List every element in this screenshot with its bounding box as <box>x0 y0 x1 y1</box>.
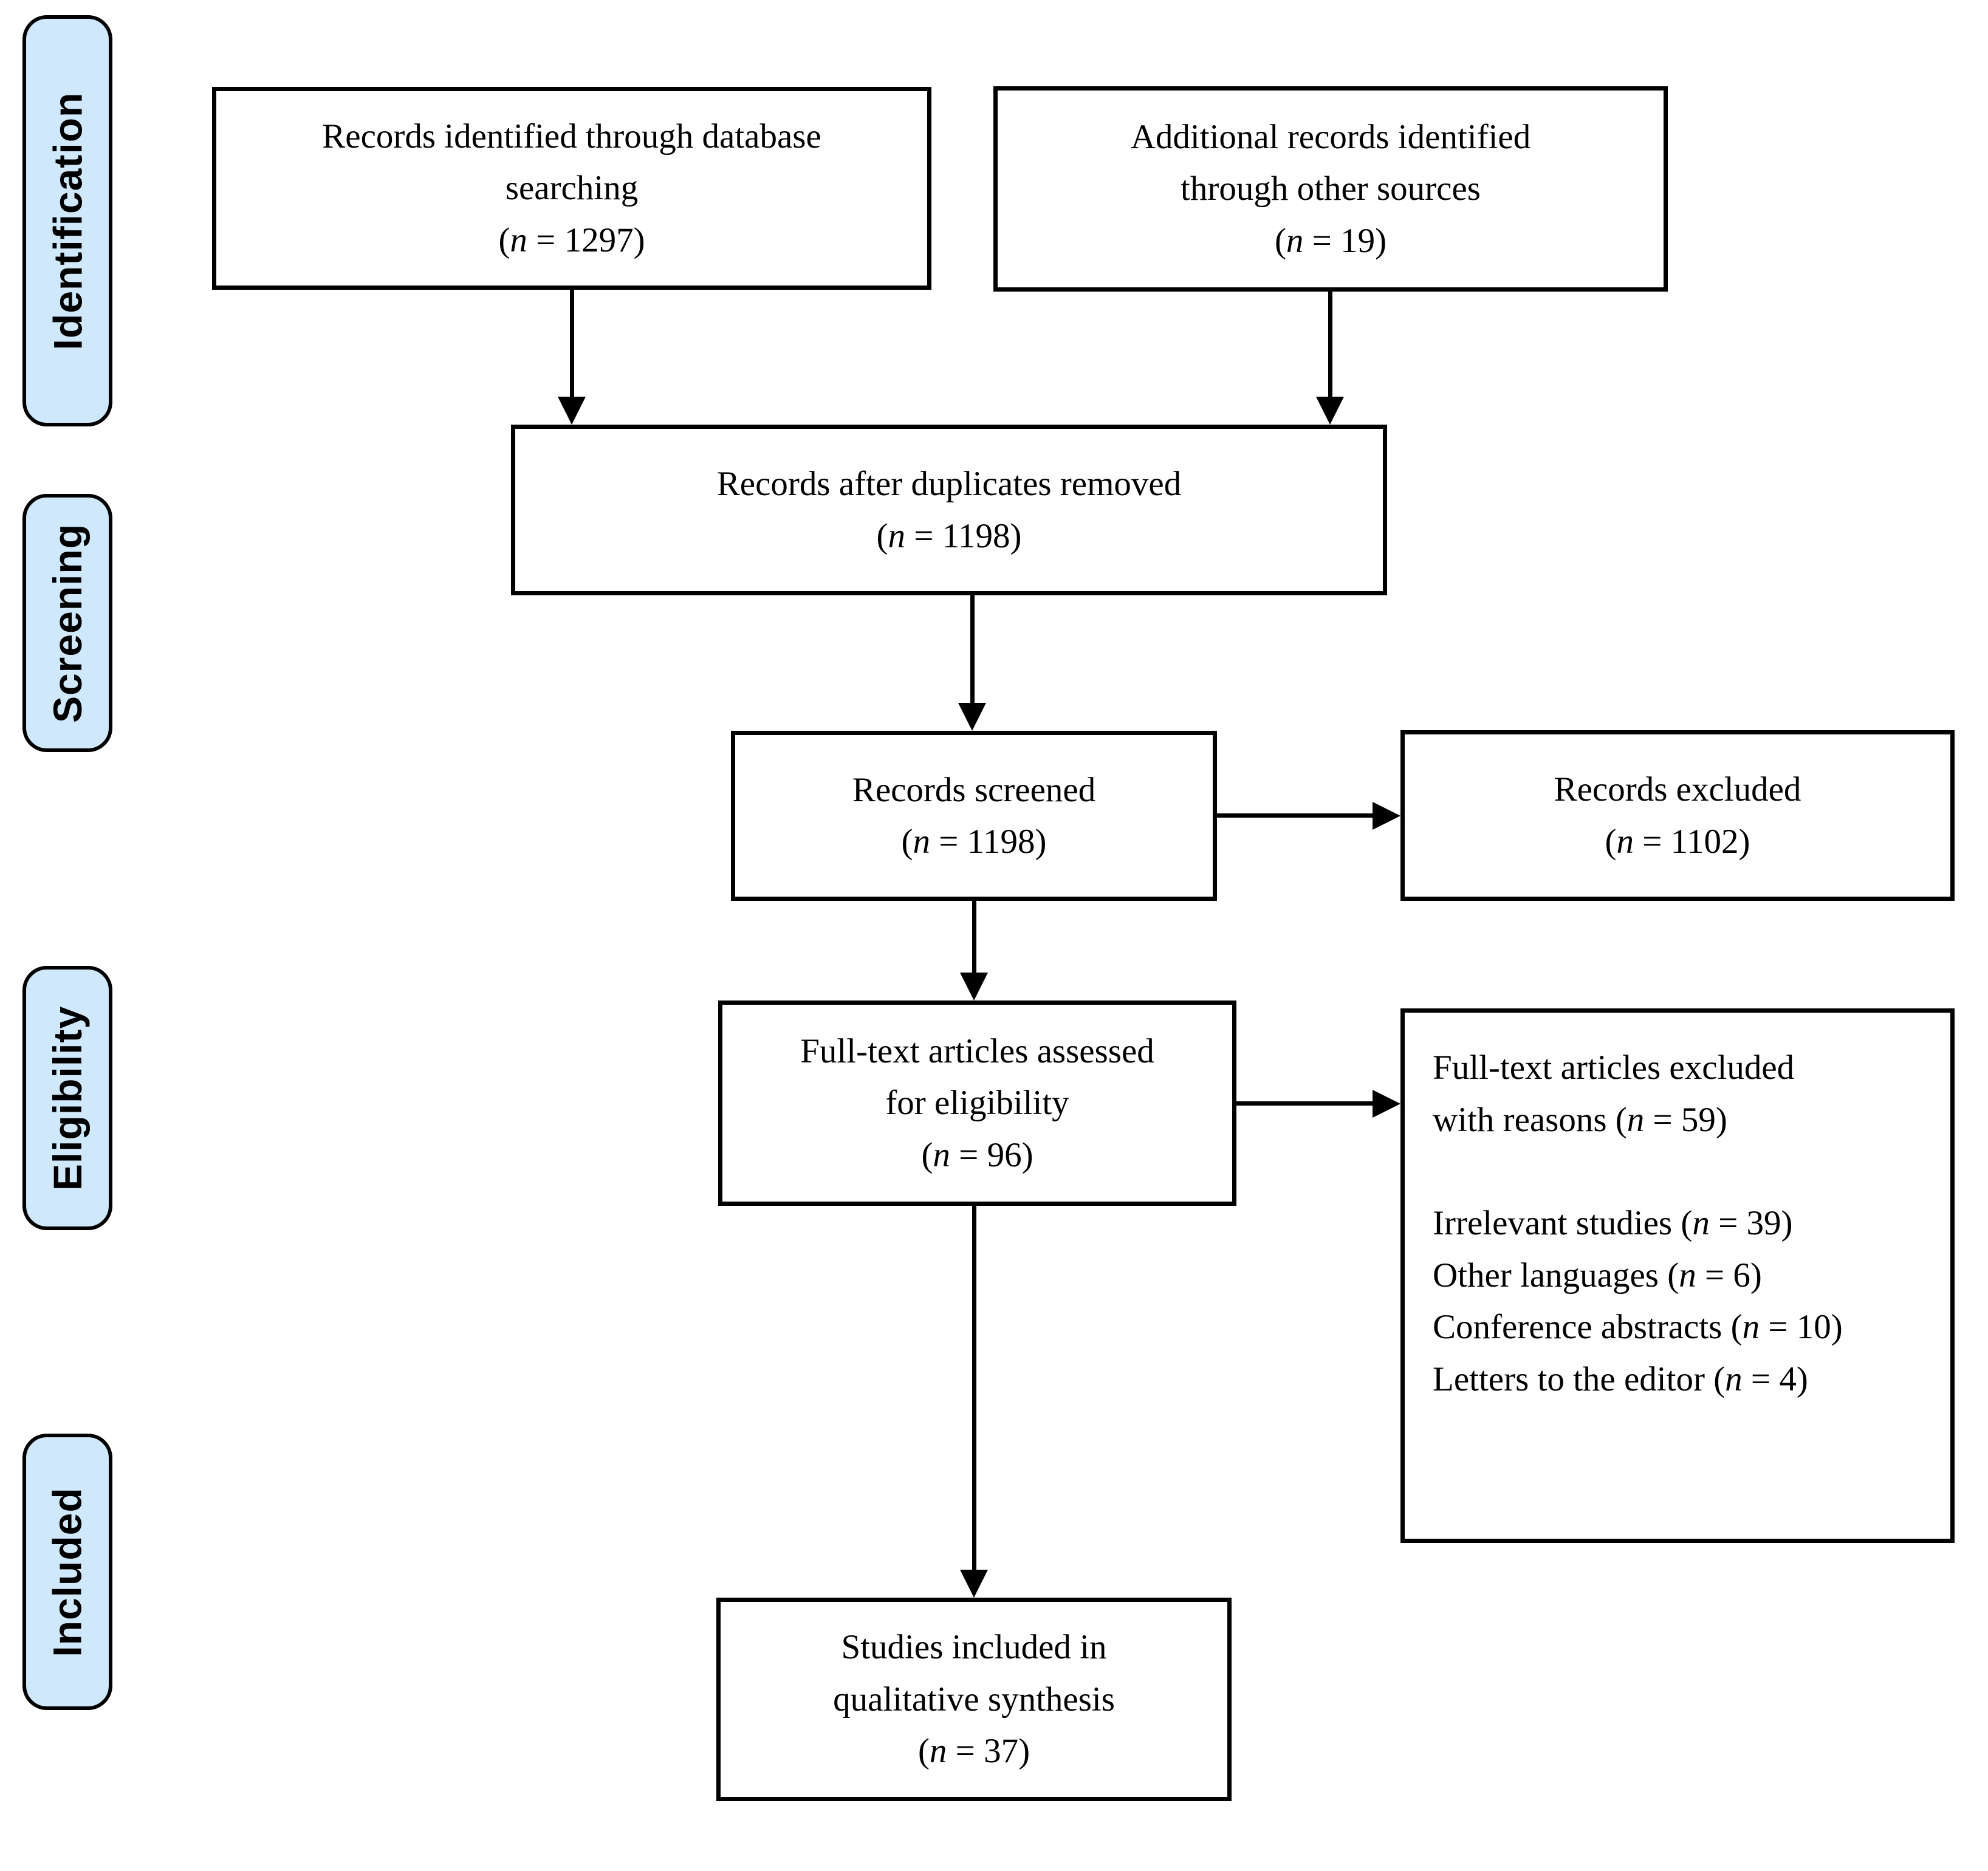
box-additional-records-line2: through other sources <box>1181 169 1481 208</box>
box-records-screened-line1: Records screened <box>852 770 1096 809</box>
box-additional-records-n: (n = 19) <box>1274 221 1387 260</box>
box-records-excluded: Records excluded (n = 1102) <box>1400 730 1955 901</box>
exclusion-reason-row: Letters to the editor (n = 4) <box>1433 1353 1808 1406</box>
box-fulltext-assessed: Full-text articles assessed for eligibil… <box>718 1000 1236 1206</box>
arrow-fulltext-to-excluded-line <box>1236 1101 1373 1106</box>
box-fulltext-assessed-line1: Full-text articles assessed <box>800 1031 1154 1070</box>
box-fulltext-excluded-n: (n = 59) <box>1615 1100 1727 1139</box>
exclusion-reason-label: Other languages <box>1433 1256 1659 1295</box>
arrow-down-icon <box>960 973 988 1000</box>
arrow-down-icon <box>960 1570 988 1598</box>
box-fulltext-assessed-n: (n = 96) <box>921 1135 1033 1174</box>
box-duplicates-removed-line1: Records after duplicates removed <box>716 465 1182 503</box>
arrow-right-icon <box>1373 802 1400 830</box>
box-records-excluded-line1: Records excluded <box>1554 770 1801 809</box>
arrow-dedup-to-screened-line <box>970 595 975 703</box>
box-additional-records-line1: Additional records identified <box>1130 117 1531 156</box>
stage-screening: Screening <box>22 494 112 752</box>
exclusion-reason-label: Irrelevant studies <box>1433 1204 1673 1242</box>
arrow-screened-to-excluded-line <box>1217 813 1373 818</box>
box-studies-included-line2: qualitative synthesis <box>833 1680 1115 1719</box>
exclusion-reason-label: Conference abstracts <box>1433 1308 1722 1346</box>
box-duplicates-removed-n: (n = 1198) <box>876 516 1022 555</box>
exclusion-reason-row: Irrelevant studies (n = 39) <box>1433 1197 1792 1250</box>
box-fulltext-excluded-line2-text: with reasons <box>1433 1100 1607 1139</box>
box-records-screened: Records screened (n = 1198) <box>731 731 1217 901</box>
exclusion-reason-n: (n = 4) <box>1713 1360 1808 1398</box>
arrow-down-icon <box>1316 397 1344 425</box>
stage-included: Included <box>22 1434 112 1710</box>
box-studies-included-line1: Studies included in <box>841 1628 1107 1667</box>
box-fulltext-assessed-line2: for eligibility <box>885 1084 1069 1123</box>
box-records-excluded-n: (n = 1102) <box>1605 822 1750 861</box>
box-fulltext-excluded-line1: Full-text articles excluded <box>1433 1048 1795 1087</box>
box-studies-included: Studies included in qualitative synthesi… <box>716 1598 1232 1801</box>
arrow-right-icon <box>1373 1090 1400 1118</box>
box-additional-records: Additional records identified through ot… <box>993 86 1668 292</box>
arrow-identified-to-dedup-line <box>570 290 574 397</box>
stage-included-label: Included <box>45 1486 91 1657</box>
box-duplicates-removed: Records after duplicates removed (n = 11… <box>511 425 1387 595</box>
stage-identification-label: Identification <box>45 92 91 350</box>
arrow-down-icon <box>558 397 586 425</box>
exclusion-reason-n: (n = 6) <box>1667 1256 1762 1295</box>
stage-eligibility: Eligibility <box>22 966 112 1230</box>
box-records-identified-line2: searching <box>505 169 639 208</box>
box-records-identified: Records identified through database sear… <box>212 87 931 290</box>
box-records-identified-n: (n = 1297) <box>498 221 645 259</box>
stage-identification: Identification <box>22 15 112 426</box>
box-studies-included-n: (n = 37) <box>917 1732 1030 1771</box>
box-records-identified-line1: Records identified through database <box>322 117 821 156</box>
box-fulltext-excluded: Full-text articles excluded with reasons… <box>1400 1008 1955 1543</box>
exclusion-reason-n: (n = 39) <box>1681 1204 1793 1242</box>
exclusion-reason-label: Letters to the editor <box>1433 1360 1705 1398</box>
box-fulltext-excluded-line2: with reasons (n = 59) <box>1433 1094 1727 1146</box>
arrow-additional-to-dedup-line <box>1328 292 1332 397</box>
exclusion-reason-n: (n = 10) <box>1730 1308 1843 1346</box>
exclusion-reason-row: Conference abstracts (n = 10) <box>1433 1301 1843 1353</box>
stage-eligibility-label: Eligibility <box>45 1005 91 1191</box>
arrow-fulltext-to-included-line <box>972 1206 976 1570</box>
arrow-down-icon <box>958 703 986 731</box>
exclusion-reason-row: Other languages (n = 6) <box>1433 1250 1762 1302</box>
arrow-screened-to-fulltext-line <box>972 901 976 973</box>
stage-screening-label: Screening <box>45 523 91 723</box>
box-records-screened-n: (n = 1198) <box>901 823 1047 861</box>
